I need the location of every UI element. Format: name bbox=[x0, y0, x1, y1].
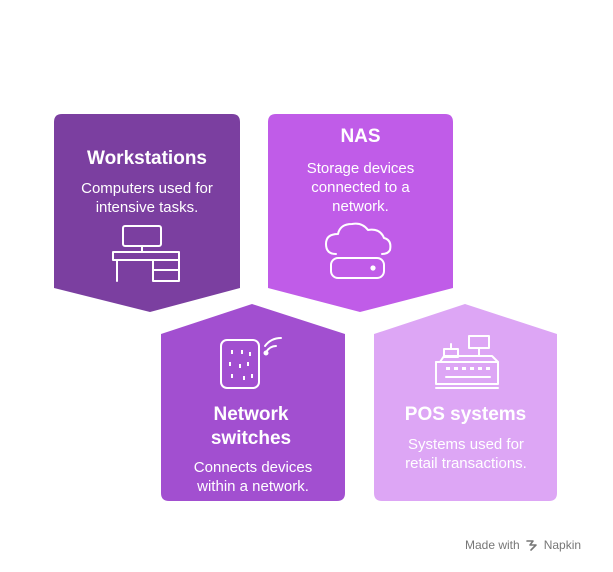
workstations-title: Workstations bbox=[86, 148, 207, 169]
pos-systems-description: Systems used for retail transactions. bbox=[405, 436, 527, 472]
nas-title: NAS bbox=[340, 126, 381, 147]
footer-attribution: Made with Napkin bbox=[465, 538, 581, 552]
cloud-storage-icon bbox=[325, 222, 392, 279]
card-workstations bbox=[54, 114, 240, 312]
card-nas bbox=[268, 114, 453, 312]
workstations-description: Computers used for intensive tasks. bbox=[81, 180, 213, 216]
card-network-switches bbox=[161, 304, 345, 501]
network-switches-description: Connects devices within a network. bbox=[193, 459, 313, 495]
brand-label: Napkin bbox=[543, 538, 582, 552]
cash-register-icon bbox=[435, 335, 499, 389]
card-pos-systems bbox=[374, 304, 557, 501]
desk-computer-icon bbox=[112, 225, 180, 282]
network-switch-icon bbox=[220, 337, 282, 389]
nas-description: Storage devices connected to a network. bbox=[306, 160, 415, 215]
made-with-label: Made with bbox=[465, 538, 520, 552]
pos-systems-title: POS systems bbox=[404, 404, 527, 425]
napkin-logo-icon bbox=[525, 540, 537, 551]
network-switches-title: Network switches bbox=[210, 404, 292, 449]
